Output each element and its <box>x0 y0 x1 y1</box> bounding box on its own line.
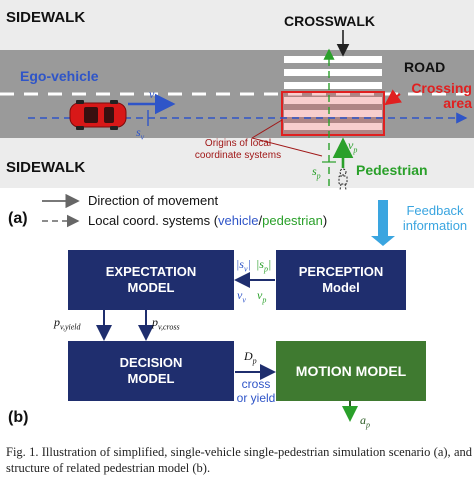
crossing-area-label: Crossing area <box>411 80 472 112</box>
pedestrian-label: Pedestrian <box>356 162 428 178</box>
perception-model-box: PERCEPTION Model <box>276 250 406 310</box>
expectation-line2: MODEL <box>127 280 175 295</box>
signal-dp: Dp <box>244 349 257 366</box>
signal-vp: vp <box>257 288 267 305</box>
panel-b-label: (b) <box>8 409 29 426</box>
feedback-arrow-shaft <box>378 200 388 238</box>
origins-note: Origins of local coordinate systems <box>194 138 282 161</box>
origins-pointer-1 <box>251 119 283 139</box>
motion-model-box: MOTION MODEL <box>276 341 426 401</box>
signal-p-yield: pv,yield <box>54 315 81 332</box>
decision-model-box: DECISION MODEL <box>68 341 234 401</box>
pedestrian-speed-label: vp <box>348 138 358 155</box>
feedback-arrow-head <box>371 236 395 246</box>
sidewalk-bottom-label: SIDEWALK <box>6 159 86 176</box>
signal-vv: vv <box>237 288 246 305</box>
vehicle-distance-label: sv <box>136 125 145 142</box>
perception-line1: PERCEPTION <box>298 264 384 280</box>
legend-movement-label: Direction of movement <box>88 193 219 208</box>
signal-p-cross: pv,cross <box>152 315 180 332</box>
expectation-line1: EXPECTATION <box>105 264 197 280</box>
decision-line1: DECISION <box>119 355 183 371</box>
ego-vehicle-label: Ego-vehicle <box>20 68 99 84</box>
signal-sp-abs: |sp| <box>256 257 272 274</box>
road-label: ROAD <box>404 59 446 75</box>
vehicle-speed-label: vv <box>149 87 158 104</box>
decision-line2: MODEL <box>127 371 175 386</box>
feedback-label: Feedback information <box>402 203 468 233</box>
sidewalk-top-label: SIDEWALK <box>6 9 86 26</box>
sidewalk-bottom-area <box>0 138 474 188</box>
ego-vehicle-car <box>69 100 127 130</box>
crossing-area-arrow <box>384 89 403 106</box>
figure-caption: Fig. 1. Illustration of simplified, sing… <box>6 445 472 475</box>
signal-ap: ap <box>360 413 370 430</box>
motion-label: MOTION MODEL <box>295 362 407 379</box>
sidewalk-top-area <box>0 0 474 50</box>
crossing-area-box <box>281 91 385 136</box>
origins-pointer-2 <box>251 137 323 157</box>
legend-coord-label: Local coord. systems (vehicle/pedestrian… <box>88 213 328 228</box>
pedestrian-distance-label: sp <box>312 164 321 181</box>
perception-line2: Model <box>322 280 360 295</box>
crosswalk-label: CROSSWALK <box>284 13 375 29</box>
expectation-model-box: EXPECTATION MODEL <box>68 250 234 310</box>
pedestrian-figure <box>338 168 348 191</box>
signal-sv-abs: |sv| <box>236 257 251 274</box>
panel-a-label: (a) <box>8 210 28 227</box>
